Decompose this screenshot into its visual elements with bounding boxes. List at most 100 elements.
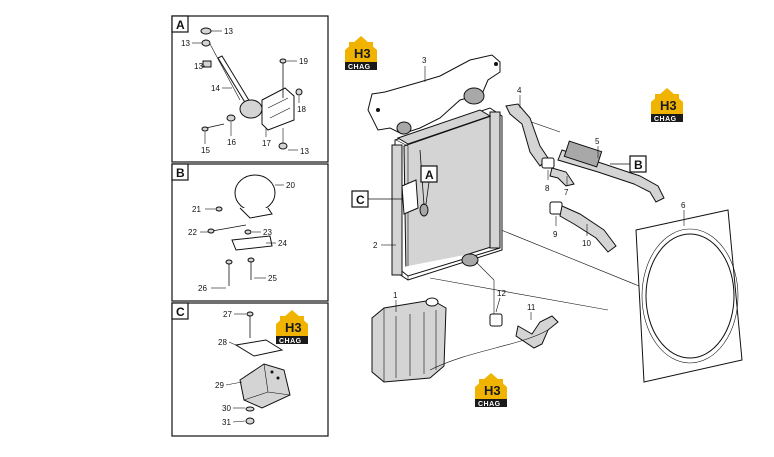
main-assembly: 3 2 1 4 5 6 7 8 9 10 11 12 A B C — [351, 54, 743, 383]
hose-clamp — [549, 201, 563, 215]
callout-26: 26 — [198, 284, 207, 293]
callout-10: 10 — [582, 239, 591, 248]
callout-6: 6 — [681, 201, 686, 210]
mount-bracket — [261, 87, 295, 131]
callout-17: 17 — [262, 139, 271, 148]
callout-14: 14 — [211, 84, 220, 93]
rod-leader — [209, 43, 241, 101]
clamp-band — [234, 174, 276, 212]
inset-panel-a: A 13 13 13 14 15 16 — [171, 15, 329, 163]
callout-28: 28 — [218, 338, 227, 347]
callout-2: 2 — [373, 241, 378, 250]
lower-hose — [559, 205, 617, 253]
callout-30: 30 — [222, 404, 231, 413]
callout-31: 31 — [222, 418, 231, 427]
detail-flag-a-label: A — [425, 168, 434, 182]
callout-7: 7 — [564, 188, 569, 197]
callout-13: 13 — [181, 39, 190, 48]
nut — [202, 60, 212, 68]
bolt — [247, 257, 255, 263]
watermark-logo: H3 CHAG — [276, 310, 308, 345]
washer — [215, 206, 223, 212]
pipe-sleeve — [563, 140, 603, 168]
nut — [278, 142, 288, 150]
lower-outlet — [461, 253, 479, 267]
inset-b-key-box — [171, 163, 189, 181]
upper-hose — [505, 103, 549, 167]
inset-a-frame — [171, 15, 329, 163]
bolt — [225, 259, 233, 265]
callout-20: 20 — [286, 181, 295, 190]
callout-27: 27 — [223, 310, 232, 319]
washer — [201, 39, 211, 47]
washer — [245, 406, 255, 412]
callout-15: 15 — [201, 146, 210, 155]
callout-24: 24 — [278, 239, 287, 248]
bracket-plate — [231, 235, 273, 251]
cap-nut — [200, 27, 212, 35]
shim-plate — [234, 339, 284, 357]
svg-text:CHAG: CHAG — [478, 401, 501, 408]
detail-flag-c-label: C — [356, 193, 365, 207]
washer — [226, 114, 236, 122]
watermark-logo: H3 CHAG — [651, 88, 683, 123]
watermark-logo: H3 CHAG — [475, 373, 507, 408]
callout-13: 13 — [224, 27, 233, 36]
inset-c-key: C — [176, 305, 185, 319]
svg-text:CHAG: CHAG — [279, 338, 302, 345]
callout-21: 21 — [192, 205, 201, 214]
callout-3: 3 — [422, 56, 427, 65]
radiator-top-tank — [396, 109, 492, 145]
callout-23: 23 — [263, 228, 272, 237]
hose-clamp — [541, 157, 555, 169]
inset-b-key: B — [176, 166, 185, 180]
bolt — [246, 311, 254, 317]
radiator-side-tank — [489, 111, 501, 249]
callout-9: 9 — [553, 230, 558, 239]
expansion-tank — [371, 299, 447, 383]
callout-22: 22 — [188, 228, 197, 237]
callout-13: 13 — [194, 62, 203, 71]
callout-1: 1 — [393, 291, 398, 300]
callout-11: 11 — [527, 303, 536, 312]
upper-hose-outlet — [463, 87, 485, 105]
callout-4: 4 — [517, 86, 522, 95]
inset-a-key-box — [171, 15, 189, 33]
callout-29: 29 — [215, 381, 224, 390]
callout-18: 18 — [297, 105, 306, 114]
detail-flag-b-label: B — [634, 158, 643, 172]
svg-text:H3: H3 — [660, 98, 677, 113]
callout-19: 19 — [299, 57, 308, 66]
hose-clamp — [489, 313, 503, 327]
inset-panel-b: B 20 21 22 23 24 25 26 — [171, 163, 329, 302]
svg-text:H3: H3 — [484, 383, 501, 398]
svg-text:CHAG: CHAG — [348, 64, 371, 71]
callout-5: 5 — [595, 137, 600, 146]
bolt — [201, 126, 209, 132]
rubber-mount — [239, 99, 263, 119]
callout-16: 16 — [227, 138, 236, 147]
tank-cap — [425, 297, 439, 307]
bolt — [207, 228, 215, 234]
callout-12: 12 — [497, 289, 506, 298]
short-hose — [549, 167, 575, 187]
watermark-logo: H3 CHAG — [345, 36, 377, 71]
callout-25: 25 — [268, 274, 277, 283]
callout-8: 8 — [545, 184, 550, 193]
svg-text:CHAG: CHAG — [654, 116, 677, 123]
stay-rod-mount — [419, 203, 429, 217]
bolt — [279, 58, 287, 64]
radiator-side-tank — [391, 144, 403, 276]
side-bracket — [401, 179, 419, 215]
clamp-foot — [239, 207, 273, 219]
elbow-hose — [515, 315, 559, 349]
nut — [245, 417, 255, 425]
callout-13: 13 — [300, 147, 309, 156]
svg-text:H3: H3 — [354, 46, 371, 61]
svg-text:H3: H3 — [285, 320, 302, 335]
inset-a-key: A — [176, 18, 185, 32]
washer — [295, 88, 303, 96]
washer — [244, 229, 252, 235]
inset-c-key-box — [171, 302, 189, 320]
